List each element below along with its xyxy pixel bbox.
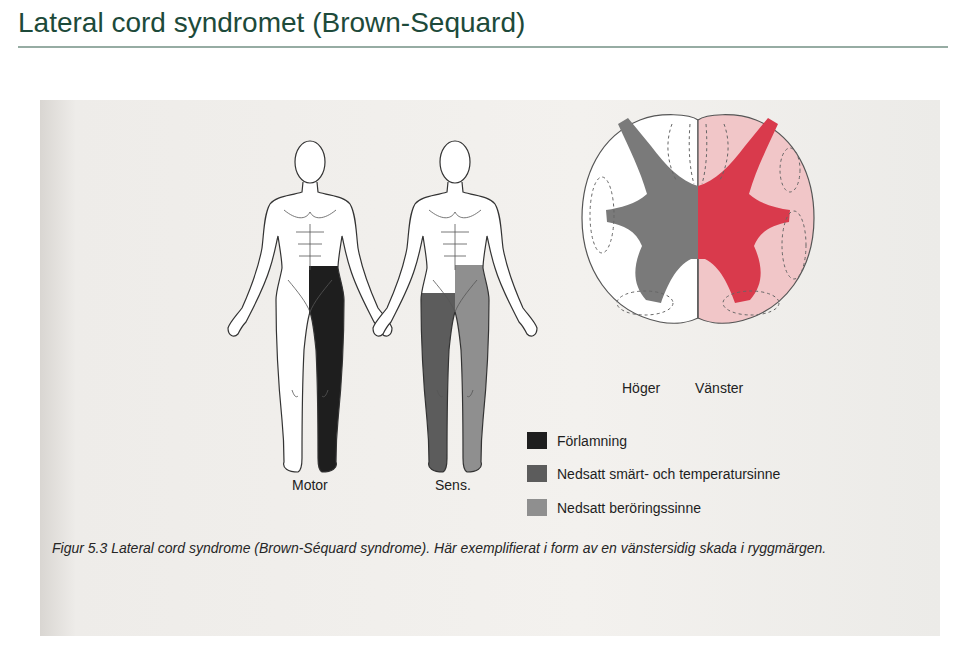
legend-swatch [527, 465, 547, 482]
figure-label: Sens. [435, 477, 471, 493]
legend-text: Nedsatt beröringssinne [557, 500, 701, 516]
legend-row: Nedsatt beröringssinne [527, 499, 701, 516]
legend-text: Förlamning [557, 433, 627, 449]
page-title: Lateral cord syndromet (Brown-Sequard) [18, 7, 525, 39]
legend-swatch [527, 432, 547, 449]
legend-row: Förlamning [527, 432, 627, 449]
side-label: Höger [622, 380, 660, 396]
figure-label: Motor [292, 477, 328, 493]
legend-swatch [527, 499, 547, 516]
legend-text: Nedsatt smärt- och temperatursinne [557, 466, 780, 482]
legend-row: Nedsatt smärt- och temperatursinne [527, 465, 780, 482]
side-label: Vänster [695, 380, 743, 396]
figure-caption: Figur 5.3 Lateral cord syndrome (Brown-S… [52, 538, 927, 558]
